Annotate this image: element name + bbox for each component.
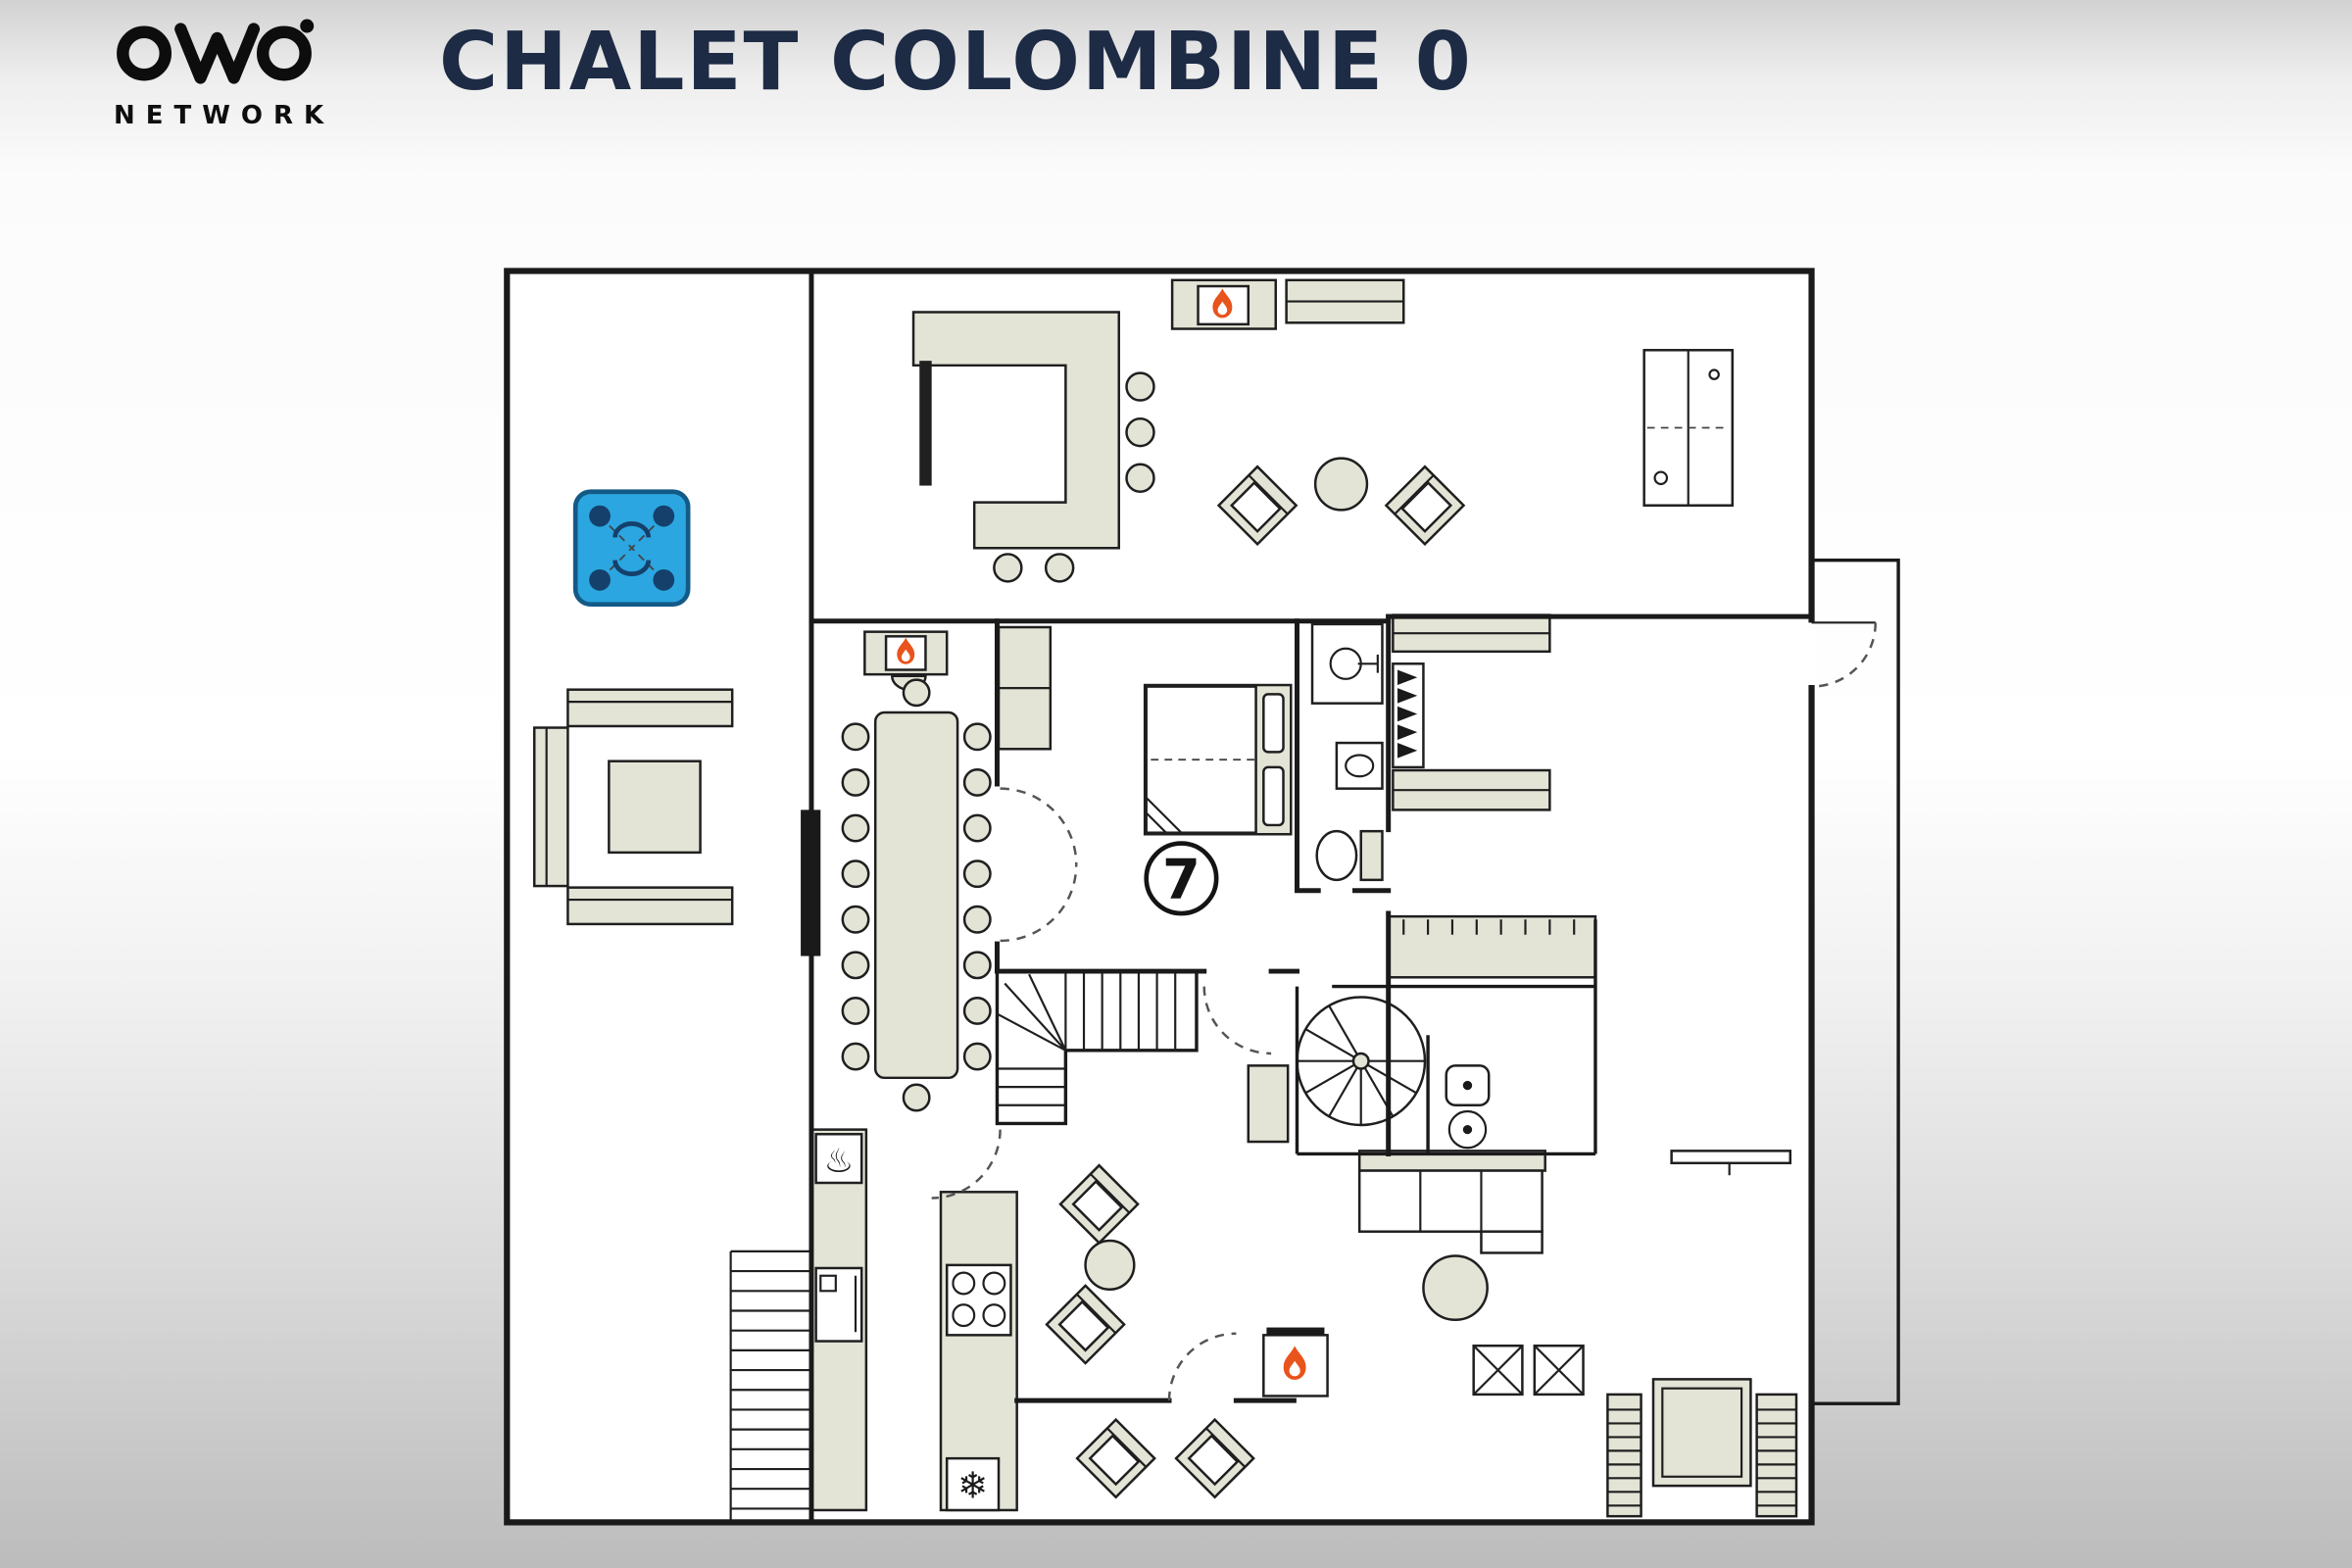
dining-chair [962,859,992,889]
kitchen-bar [911,311,1120,550]
ski-rack [1392,662,1425,769]
radiator [1670,1150,1792,1176]
dining-chair [962,951,992,980]
dining-chair [962,813,992,843]
side-table [1084,1239,1136,1291]
dining-fireplace [863,630,949,691]
dining-chair [841,859,870,889]
shower [1445,1064,1491,1150]
dining-chair [841,997,870,1025]
storage-shelf [1392,768,1551,811]
dining-chair [841,1042,870,1071]
dining-table [873,710,959,1080]
top-zone [911,278,1735,583]
cooktop [945,1263,1012,1337]
folding-stool [1533,1344,1585,1396]
dining-chair [962,997,992,1025]
coat-bench [1387,914,1597,979]
bar-stool [1125,371,1155,402]
dining-chair [841,768,870,797]
folding-stool [1472,1344,1524,1396]
toilet [1315,829,1384,882]
annex-room [1809,558,1900,1405]
sofa [1357,1150,1546,1254]
dining-chair [841,813,870,843]
room-number-badge: 7 [1144,841,1219,916]
outdoor-stairs [729,1250,811,1523]
door-swing [931,1129,1002,1200]
bathroom-vanity [1310,622,1384,705]
sideboard [1285,278,1405,324]
kitchen: ♨ ❄ [809,1128,1018,1512]
double-bed [1143,683,1293,836]
svg-text:❄: ❄ [957,1464,988,1507]
page-title: CHALET COLOMBINE 0 [439,16,1473,109]
dining-chair [841,722,870,752]
kitchen-island [939,1191,1018,1512]
entry-cabinet [1651,1378,1752,1488]
duct [1247,1064,1290,1144]
fridge [814,1266,863,1343]
dining-chair [902,1083,931,1112]
door-swing [1202,986,1272,1055]
door-swing [1811,622,1878,688]
doors [931,621,1878,1401]
living-room [1045,1150,1585,1397]
entry-bench [1606,1393,1642,1518]
bar-stool [993,553,1023,583]
walls [504,268,1815,1526]
dining-chair [962,722,992,752]
brand-subtitle: NETWORK [114,101,335,130]
ski-room [1387,613,1597,979]
storage-shelf [1392,613,1551,654]
sliding-door [801,809,821,956]
spiral-staircase [1296,996,1427,1127]
door-swing [1000,864,1078,943]
dining-chair [902,678,931,708]
door-swing [1167,1332,1237,1401]
door-swing [1000,787,1078,865]
steam-oven: ♨ [814,1133,863,1185]
outdoor-table [608,760,702,855]
entry-bench [1755,1393,1798,1518]
dining-chair [962,768,992,797]
fireplace [1170,278,1277,330]
bedroom [997,622,1384,882]
dining-chair [962,905,992,934]
brand: NETWORK [114,14,349,130]
bathroom [1310,622,1384,882]
dining-chair [962,1042,992,1071]
closet [997,625,1053,751]
bar-stool [1125,416,1155,448]
hot-tub [572,489,691,608]
washbasin [1335,741,1384,790]
side-table [1422,1254,1489,1322]
ovo-logo-icon [117,19,315,84]
coffee-table [1313,457,1369,512]
wardrobe [1642,349,1735,507]
entry [1075,1150,1798,1518]
dining-chair [841,905,870,934]
dining-room [841,630,992,1112]
svg-text:7: 7 [1162,849,1200,912]
circulation [995,969,1491,1150]
tv [919,361,932,486]
terrace [533,489,811,1523]
bar-stool [1044,553,1075,583]
svg-text:♨: ♨ [824,1142,855,1181]
outdoor-bench [533,688,734,926]
wood-stove [1262,1327,1329,1397]
freezer: ❄ [945,1456,1001,1512]
dining-chair [841,951,870,980]
bar-stool [1125,463,1155,493]
